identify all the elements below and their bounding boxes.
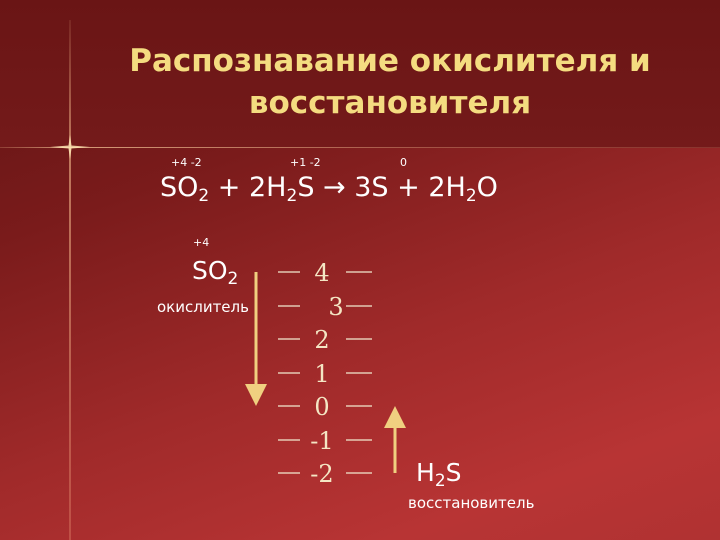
- scale-value-4: 4: [314, 259, 330, 287]
- oxidant-formula: SO2: [192, 256, 238, 289]
- oxidant-formula-sub: 2: [227, 269, 239, 289]
- ox-state-so2: +4 -2: [171, 156, 202, 169]
- title-line-2: восстановителя: [248, 85, 532, 121]
- eq-sub-3: 2: [465, 186, 477, 206]
- ox-state-s: 0: [400, 156, 407, 169]
- scale-value-minus-1: -1: [310, 427, 334, 455]
- reduction-arrow-down: [245, 272, 267, 406]
- decor-horizontal-line: [0, 147, 720, 148]
- scale-value-minus-2: -2: [310, 460, 334, 488]
- reductant-formula-tail: S: [445, 458, 462, 487]
- oxidant-label: окислитель: [157, 298, 249, 316]
- eq-sub-2: 2: [286, 186, 298, 206]
- decor-vertical-line: [69, 20, 71, 540]
- sparkle-icon: [50, 135, 90, 159]
- title-band: [0, 0, 720, 148]
- eq-part-1: SO: [160, 172, 199, 203]
- scale-value-1: 1: [314, 360, 330, 388]
- scale-value-0: 0: [314, 393, 330, 421]
- scale-value-2: 2: [314, 326, 330, 354]
- oxidant-ox-state: +4: [193, 236, 210, 249]
- reductant-formula: H2S: [416, 458, 462, 491]
- eq-part-2: + 2H: [209, 172, 287, 203]
- reductant-label: восстановитель: [408, 494, 535, 512]
- reaction-equation: SO2 + 2H2S → 3S + 2H2O: [160, 172, 498, 206]
- title-line-1: Распознавание окислителя и: [129, 43, 651, 79]
- eq-part-3: S → 3S + 2H: [297, 172, 466, 203]
- eq-part-4: O: [476, 172, 498, 203]
- slide-title: Распознавание окислителя и восстановител…: [100, 40, 680, 124]
- oxidant-formula-main: SO: [192, 256, 228, 285]
- eq-sub-1: 2: [198, 186, 210, 206]
- scale-value-3: 3: [328, 293, 344, 321]
- scale-tick-marks: [278, 271, 372, 474]
- oxidation-arrow-up: [384, 406, 406, 473]
- reductant-formula-main: H: [416, 458, 435, 487]
- ox-state-h2s: +1 -2: [290, 156, 321, 169]
- reductant-formula-sub: 2: [434, 471, 446, 491]
